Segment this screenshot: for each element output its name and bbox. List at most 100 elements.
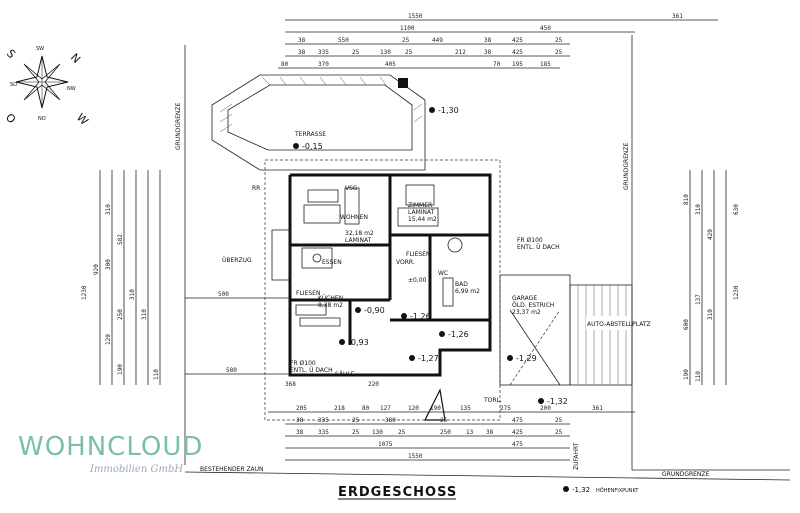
- dim-bottom-row2-3: 389: [385, 417, 396, 424]
- dim-bottom-total1: 1075: [378, 441, 393, 448]
- dim-mid-500: 500: [218, 291, 229, 298]
- dim-top-row3-6: 38: [484, 49, 492, 56]
- dim-top-row3-7: 425: [512, 49, 523, 56]
- compass-letter-no: NO: [38, 116, 46, 122]
- grundgrenze-bottom-label: GRUNDGRENZE: [662, 471, 710, 478]
- dim-top-row2-0: 38: [298, 37, 306, 44]
- dim-bottom-row3-8: 425: [512, 429, 523, 436]
- dim-bottom-row1-4: 120: [408, 405, 419, 412]
- dim-bottom-row1-8: 200: [540, 405, 551, 412]
- dim-bottom-row3-3: 130: [372, 429, 383, 436]
- fliesen-label: FLIESEN: [406, 251, 430, 258]
- dim-top-row3-4: 25: [405, 49, 413, 56]
- dim-bottom-row2-2: 25: [352, 417, 360, 424]
- dim-top-row2-6: 25: [555, 37, 563, 44]
- fr-label: FR Ø100: [517, 237, 543, 244]
- watermark-logo: WOHNCLOUD: [18, 432, 203, 462]
- property-boundary: [184, 35, 791, 481]
- wc-label: WC: [438, 270, 448, 277]
- dim-left-big-1: 1230: [81, 285, 88, 300]
- garage-area: 23,37 m2: [512, 309, 541, 316]
- left-dimension-chains: 920 1230 310 582 300 310 250 310 120 190…: [81, 170, 161, 385]
- vsg-label: VSG: [345, 185, 358, 192]
- dim-right-small-5: 110: [695, 371, 702, 382]
- tor-label: TORL.: [483, 397, 502, 404]
- essen-label: ESSEN: [322, 259, 342, 266]
- bad-area: 6,99 m2: [455, 288, 480, 295]
- fr-sub: ENTL. Ü DACH: [517, 244, 560, 251]
- dim-left-small-5: 310: [141, 309, 148, 320]
- dim-bottom-row3-7: 38: [486, 429, 494, 436]
- dim-bottom-row1-2: 80: [362, 405, 370, 412]
- bad-label: BAD: [455, 281, 468, 288]
- dim-top-row4-5: 185: [540, 61, 551, 68]
- dim-mid-580: 580: [226, 367, 237, 374]
- kuechen-label: KÜCHEN: [318, 295, 343, 302]
- level-marker-icon: [429, 107, 435, 113]
- bottom-dimension-chains: 205 218 80 127 120 190 135 275 200 361 3…: [268, 405, 635, 461]
- mid-dimensions: 500 580 368 220: [185, 291, 379, 388]
- garage-floor: ÖLD. ESTRICH: [512, 302, 554, 309]
- dim-bottom-row1-1: 218: [334, 405, 345, 412]
- dim-top-row3-1: 335: [318, 49, 329, 56]
- bestehender-zaun-label: BESTEHENDER ZAUN: [200, 466, 264, 473]
- dim-top-row4-2: 405: [385, 61, 396, 68]
- dim-top-row4-1: 370: [318, 61, 329, 68]
- level-126: -1,26: [410, 312, 431, 321]
- level-000: ±0,00: [408, 277, 427, 284]
- dim-top-row2-3: 449: [432, 37, 443, 44]
- vorr-label: VORR.: [396, 259, 415, 266]
- dim-right-big-0: 630: [733, 204, 740, 215]
- autoabstell-label: AUTO-ABSTELLPLATZ: [587, 321, 651, 328]
- dim-top-row3-0: 38: [298, 49, 306, 56]
- level-127: -1,27: [418, 354, 439, 363]
- dim-bottom-total3: 1550: [408, 453, 423, 460]
- dim-top-total: 1550: [408, 13, 423, 20]
- compass-letter-nw: NW: [67, 86, 76, 92]
- dim-bottom-row3-5: 250: [440, 429, 451, 436]
- dim-top-row3-5: 212: [455, 49, 466, 56]
- dim-top-row2-4: 38: [484, 37, 492, 44]
- dim-bottom-row3-6: 13: [466, 429, 474, 436]
- furniture: [295, 184, 463, 327]
- dim-right-small-1: 310: [695, 204, 702, 215]
- garage: [499, 274, 571, 386]
- zimmer-label: ZIMMER: [408, 202, 432, 209]
- garage-label: GARAGE: [512, 295, 537, 302]
- entrance-arrow-icon: [424, 388, 446, 421]
- fr2-sub: ENTL. Ü DACH: [290, 367, 333, 374]
- dim-left-small-6: 120: [105, 334, 112, 345]
- dim-top-row4-4: 195: [512, 61, 523, 68]
- level-marker-icon: [293, 143, 299, 149]
- dim-top-row3-2: 25: [352, 49, 360, 56]
- plan-title: ERDGESCHOSS: [338, 485, 457, 500]
- wohnen-area: 32,18 m2: [345, 230, 374, 237]
- dim-top-row4-0: 80: [281, 61, 289, 68]
- level-090: -0,90: [364, 306, 385, 315]
- dim-right-small-6: 190: [683, 369, 690, 380]
- top-dimension-chains: 1550 361 1100 450 38 550 25 449 38 425 2…: [278, 13, 718, 69]
- dim-left-small-0: 310: [105, 204, 112, 215]
- dim-top-row3-8: 25: [555, 49, 563, 56]
- level-129: -1,29: [516, 354, 537, 363]
- grundgrenze-right-label: GRUNDGRENZE: [623, 142, 630, 190]
- dim-bottom-row1-5: 190: [430, 405, 441, 412]
- compass-letter-w: W: [74, 111, 91, 128]
- dim-bottom-row1-9: 361: [592, 405, 603, 412]
- fr2-label: FR Ø100: [290, 360, 316, 367]
- dim-top-row2-1: 550: [338, 37, 349, 44]
- dim-mid-220: 220: [368, 381, 379, 388]
- dim-bottom-row2-6: 25: [555, 417, 563, 424]
- dim-left-big-0: 920: [93, 264, 100, 275]
- dim-right-small-0: 810: [683, 194, 690, 205]
- car-parking: [569, 284, 633, 386]
- terrasse-label: TERRASSE: [294, 131, 326, 138]
- rr-label: RR: [252, 185, 260, 192]
- grundgrenze-left-label: GRUNDGRENZE: [175, 102, 182, 150]
- dim-left-small-4: 250: [117, 309, 124, 320]
- dim-right-big-1: 1230: [733, 285, 740, 300]
- compass-letter-s: S: [4, 47, 18, 61]
- dim-top-row2-5: 425: [512, 37, 523, 44]
- ueberzug-label: ÜBERZUG: [222, 257, 252, 264]
